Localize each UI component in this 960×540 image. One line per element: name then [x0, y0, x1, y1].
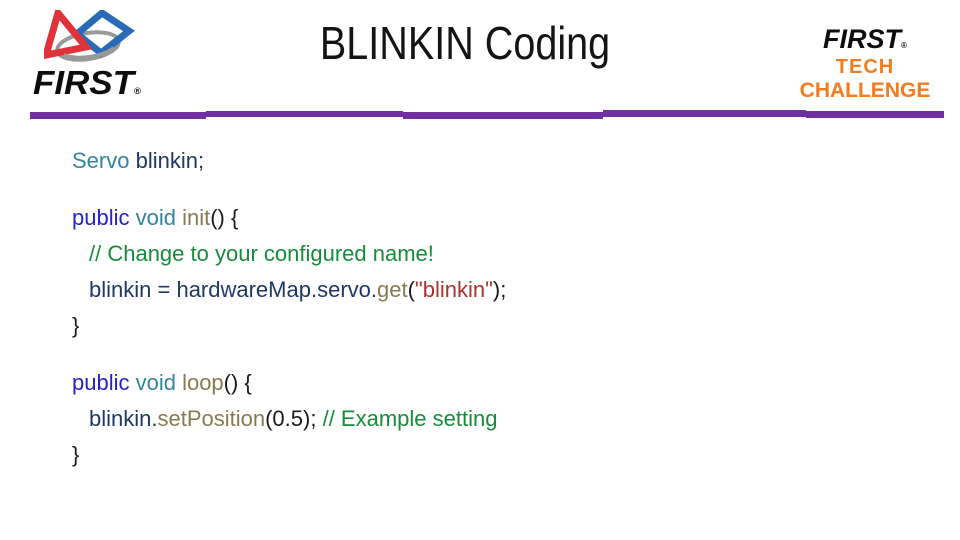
- divider-segment: [30, 112, 206, 119]
- code-token-plain: (: [407, 277, 415, 302]
- code-token-type: Servo: [72, 148, 136, 173]
- ftc-logo-first: FIRST®: [823, 24, 907, 54]
- code-token-method: get: [377, 277, 408, 302]
- code-line: }: [72, 437, 506, 473]
- code-token-plain: () {: [210, 205, 239, 230]
- code-token-method: loop: [182, 370, 224, 395]
- code-token-plain: }: [72, 313, 80, 338]
- ftc-logo: FIRST® TECH CHALLENGE: [788, 24, 942, 102]
- code-token-method: setPosition: [157, 406, 266, 431]
- code-line: Servo blinkin;: [72, 143, 506, 179]
- code-line: public void loop() {: [72, 365, 506, 401]
- registered-mark: ®: [901, 41, 907, 50]
- divider-segment: [206, 110, 403, 117]
- code-block: Servo blinkin;public void init() {// Cha…: [72, 143, 506, 494]
- first-logo: FIRST®: [20, 6, 160, 102]
- code-token-method: init: [182, 205, 211, 230]
- first-wordmark: FIRST®: [32, 64, 142, 101]
- code-token-ident: blinkin =: [89, 277, 177, 302]
- code-paragraph: Servo blinkin;: [72, 143, 506, 179]
- code-token-type: void: [135, 205, 183, 230]
- code-token-keyword: public: [72, 370, 136, 395]
- code-token-string: "blinkin": [414, 277, 493, 302]
- code-token-comment: // Change to your configured name!: [89, 241, 434, 266]
- ftc-logo-tech: TECH: [835, 56, 895, 78]
- first-logo-emblem: [44, 10, 135, 62]
- divider-segment: [806, 111, 944, 118]
- code-token-plain: );: [492, 277, 507, 302]
- code-token-ident: hardwareMap.servo.: [176, 277, 377, 302]
- code-token-comment: // Example setting: [322, 406, 498, 431]
- code-line: public void init() {: [72, 200, 506, 236]
- ftc-logo-challenge: CHALLENGE: [799, 79, 931, 102]
- code-paragraph: public void loop() {blinkin.setPosition(…: [72, 365, 506, 473]
- code-token-plain: }: [72, 442, 80, 467]
- registered-mark: ®: [134, 86, 142, 96]
- code-token-ident: blinkin.: [89, 406, 158, 431]
- code-token-type: void: [135, 370, 183, 395]
- divider-segment: [603, 110, 806, 117]
- code-token-plain: () {: [223, 370, 252, 395]
- code-token-keyword: public: [72, 205, 136, 230]
- code-line: }: [72, 308, 506, 344]
- code-line: blinkin.setPosition(0.5); // Example set…: [72, 401, 506, 437]
- code-line: // Change to your configured name!: [72, 236, 506, 272]
- code-line: blinkin = hardwareMap.servo.get("blinkin…: [72, 272, 506, 308]
- code-paragraph: public void init() { // Change to your co…: [72, 200, 506, 344]
- code-token-plain: (0.5);: [265, 406, 323, 431]
- code-token-ident: blinkin;: [135, 148, 205, 173]
- page-title: BLINKIN Coding: [319, 17, 611, 69]
- divider-segment: [403, 112, 603, 119]
